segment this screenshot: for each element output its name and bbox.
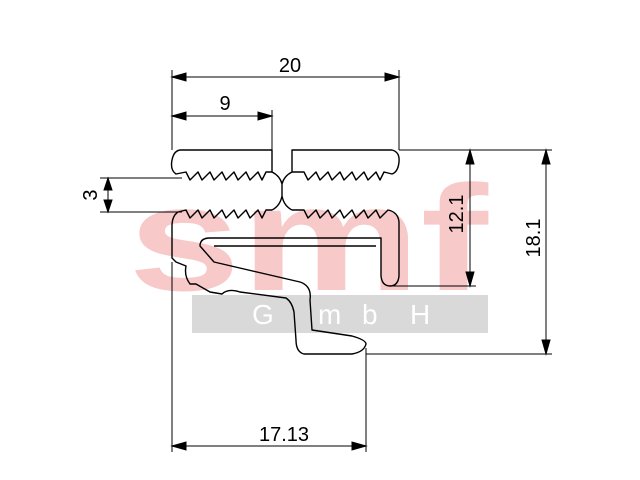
dimension-lines [100,70,552,452]
dimension-labels: 20 9 3 12.1 18.1 17.13 [80,55,545,446]
dim-label-3: 3 [80,189,102,200]
dim-label-20: 20 [279,55,301,77]
profile-outline [170,149,400,355]
central-stem [271,171,293,211]
lower-right-serration [171,209,400,355]
dim-181-arrow-top [541,148,551,165]
watermark-sub-h: H [410,299,430,330]
top-left-head [170,149,273,181]
dim-181-arrow-bottom [541,339,551,356]
dim-1713-arrow-left [170,441,187,451]
top-right-head [291,149,400,181]
watermark: smf G m b H [128,154,489,333]
dim-1713-arrow-right [351,441,368,451]
dim-label-9: 9 [219,93,230,115]
dim-9-arrow-right [257,111,274,121]
dim-label-17-13: 17.13 [259,424,309,446]
lower-left-serration [171,209,272,227]
watermark-sub-b: b [362,299,378,330]
dim-9-arrow-left [170,111,187,121]
dim-3-arrow-bottom [103,199,113,214]
dim-3-arrow-top [103,176,113,191]
watermark-band [192,295,488,333]
dim-121-arrow-bottom [465,271,475,288]
dim-label-12-1: 12.1 [446,195,468,234]
watermark-sub-g: G [252,299,274,330]
dim-20-arrow-left [170,72,187,82]
dim-label-18-1: 18.1 [523,219,545,258]
dim-121-arrow-top [465,148,475,165]
watermark-sub-m: m [318,299,341,330]
dim-20-arrow-right [384,72,401,82]
